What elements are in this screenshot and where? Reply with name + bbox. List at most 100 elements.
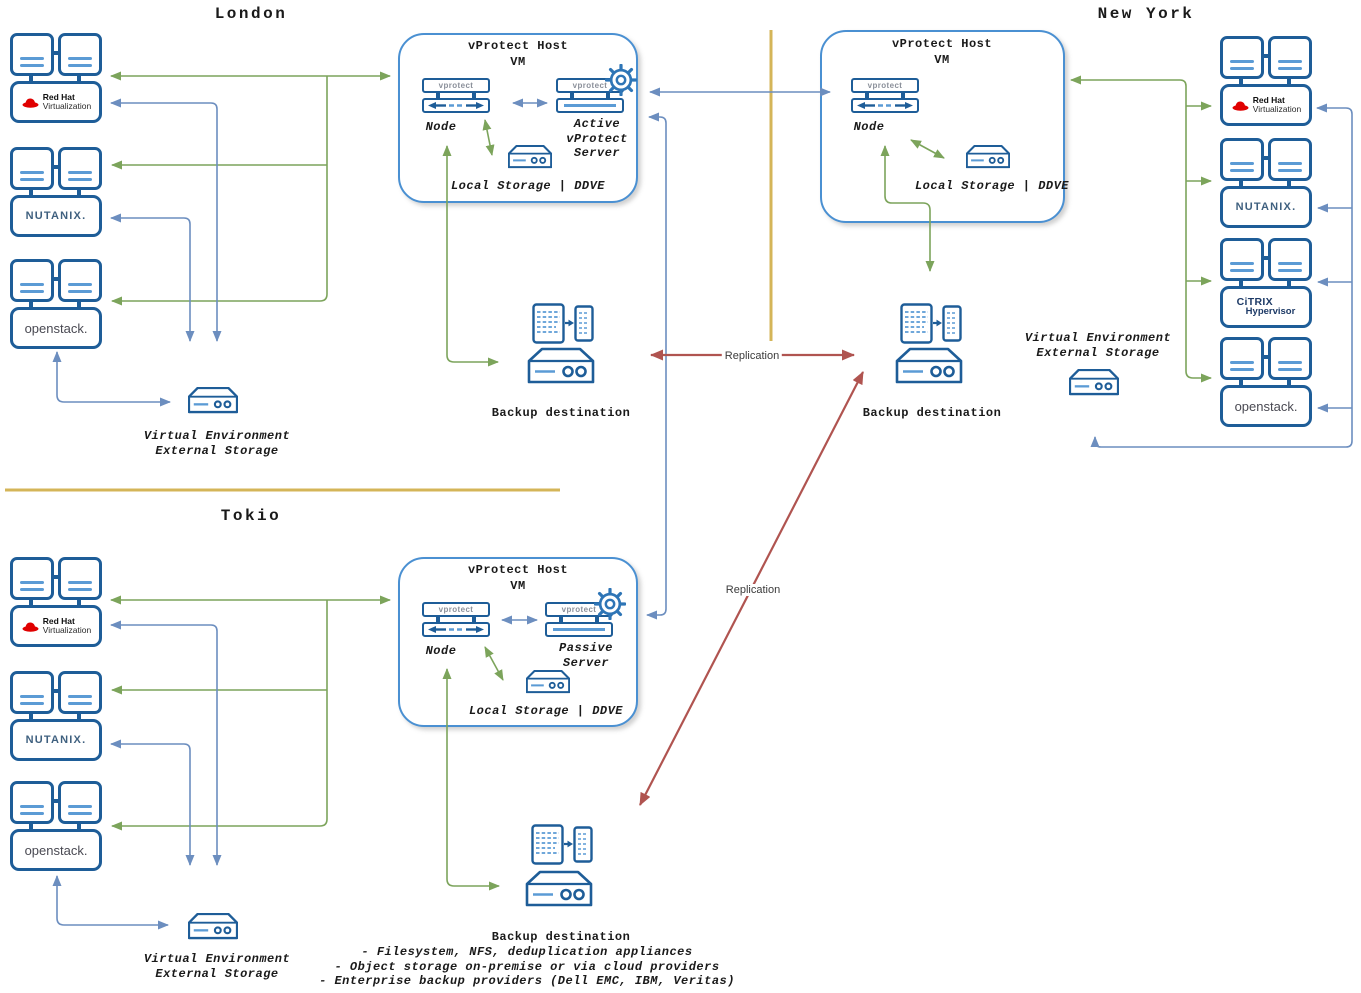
backup-destination-label-tokio: Backup destination <box>491 930 631 944</box>
server-monitor-icon <box>1268 238 1312 281</box>
host-monitors <box>10 259 102 309</box>
host-monitors <box>10 33 102 83</box>
external-storage-icon-tokio <box>188 913 238 940</box>
cluster-newyork-openstack: openstack. <box>1220 337 1312 427</box>
node-io-icon <box>422 622 490 637</box>
site-title-new-york: New York <box>1097 5 1195 23</box>
local-storage-label: Local Storage | DDVE <box>914 179 1070 193</box>
gear-icon <box>605 64 637 96</box>
replication-links <box>639 349 864 806</box>
cluster-newyork-nutanix: NUTANIX. <box>1220 138 1312 228</box>
external-storage-icon-newyork <box>1069 369 1119 396</box>
server-monitor-icon <box>58 557 102 600</box>
host-monitors <box>1220 138 1312 188</box>
backup-appliance-icon <box>525 870 593 907</box>
host-monitors <box>10 671 102 721</box>
replication-label-horizontal: Replication <box>721 350 783 362</box>
redhat-hat-icon <box>22 98 39 108</box>
vprotect-server-icon-tokio: vprotect <box>545 602 613 637</box>
vprotect-host-box-tokio <box>398 557 638 727</box>
dedup-documents-icon <box>531 824 593 865</box>
node-label: Node <box>425 120 457 134</box>
node-io-icon <box>851 98 919 113</box>
node-label: Node <box>853 120 885 134</box>
vprotect-node-icon-london: vprotect <box>422 78 490 113</box>
server-monitor-icon <box>1268 138 1312 181</box>
server-monitor-icon <box>10 147 54 190</box>
openstack-logo: openstack. <box>10 829 102 871</box>
local-storage-label: Local Storage | DDVE <box>450 179 606 193</box>
host-subtitle: VM <box>510 55 526 69</box>
openstack-logo: openstack. <box>1220 385 1312 427</box>
server-monitor-icon <box>10 259 54 302</box>
cluster-london-nutanix: NUTANIX. <box>10 147 102 237</box>
local-storage-icon <box>526 670 570 694</box>
host-monitors <box>10 781 102 831</box>
host-subtitle: VM <box>934 53 950 67</box>
server-monitor-icon <box>58 781 102 824</box>
server-monitor-icon <box>58 259 102 302</box>
server-monitor-icon <box>10 671 54 714</box>
cluster-tokio-nutanix: NUTANIX. <box>10 671 102 761</box>
server-monitor-icon <box>1220 337 1264 380</box>
server-monitor-icon <box>58 671 102 714</box>
server-monitor-icon <box>1220 138 1264 181</box>
redhat-hat-icon <box>1232 101 1249 111</box>
server-monitor-icon <box>1220 238 1264 281</box>
host-monitors <box>1220 337 1312 387</box>
local-storage-icon <box>966 145 1010 169</box>
backup-destination-label-newyork: Backup destination <box>862 406 1002 420</box>
host-title: vProtect Host <box>891 37 993 51</box>
server-monitor-icon <box>58 147 102 190</box>
vprotect-node-icon-newyork: vprotect <box>851 78 919 113</box>
host-subtitle: VM <box>510 579 526 593</box>
host-monitors <box>1220 36 1312 86</box>
vprotect-host-box-london <box>398 33 638 203</box>
vprotect-host-box-newyork <box>820 30 1065 223</box>
nutanix-logo: NUTANIX. <box>1220 186 1312 228</box>
host-title: vProtect Host <box>467 39 569 53</box>
server-monitor-icon <box>10 557 54 600</box>
backup-appliance-icon <box>527 347 595 384</box>
backup-destination-label-london: Backup destination <box>491 406 631 420</box>
cluster-london-openstack: openstack. <box>10 259 102 349</box>
dedup-documents-icon <box>900 303 962 344</box>
node-label: Node <box>425 644 457 658</box>
external-storage-icon-london <box>188 387 238 414</box>
vprotect-node-icon-tokio: vprotect <box>422 602 490 637</box>
server-monitor-icon <box>10 781 54 824</box>
server-base-icon <box>556 98 624 113</box>
site-title-london: London <box>214 5 288 23</box>
local-storage-label: Local Storage | DDVE <box>468 704 624 718</box>
server-monitor-icon <box>1268 337 1312 380</box>
gear-icon <box>594 588 626 620</box>
host-monitors <box>1220 238 1312 288</box>
nutanix-logo: NUTANIX. <box>10 195 102 237</box>
dedup-documents-icon <box>532 303 594 344</box>
host-title: vProtect Host <box>467 563 569 577</box>
node-io-icon <box>422 98 490 113</box>
server-monitor-icon <box>10 33 54 76</box>
host-monitors <box>10 147 102 197</box>
local-storage-icon <box>508 145 552 169</box>
server-base-icon <box>545 622 613 637</box>
backup-appliance-icon <box>895 347 963 384</box>
server-monitor-icon <box>58 33 102 76</box>
backup-destination-options: - Filesystem, NFS, deduplication applian… <box>319 945 735 988</box>
server-monitor-icon <box>1268 36 1312 79</box>
redhat-hat-icon <box>22 622 39 632</box>
